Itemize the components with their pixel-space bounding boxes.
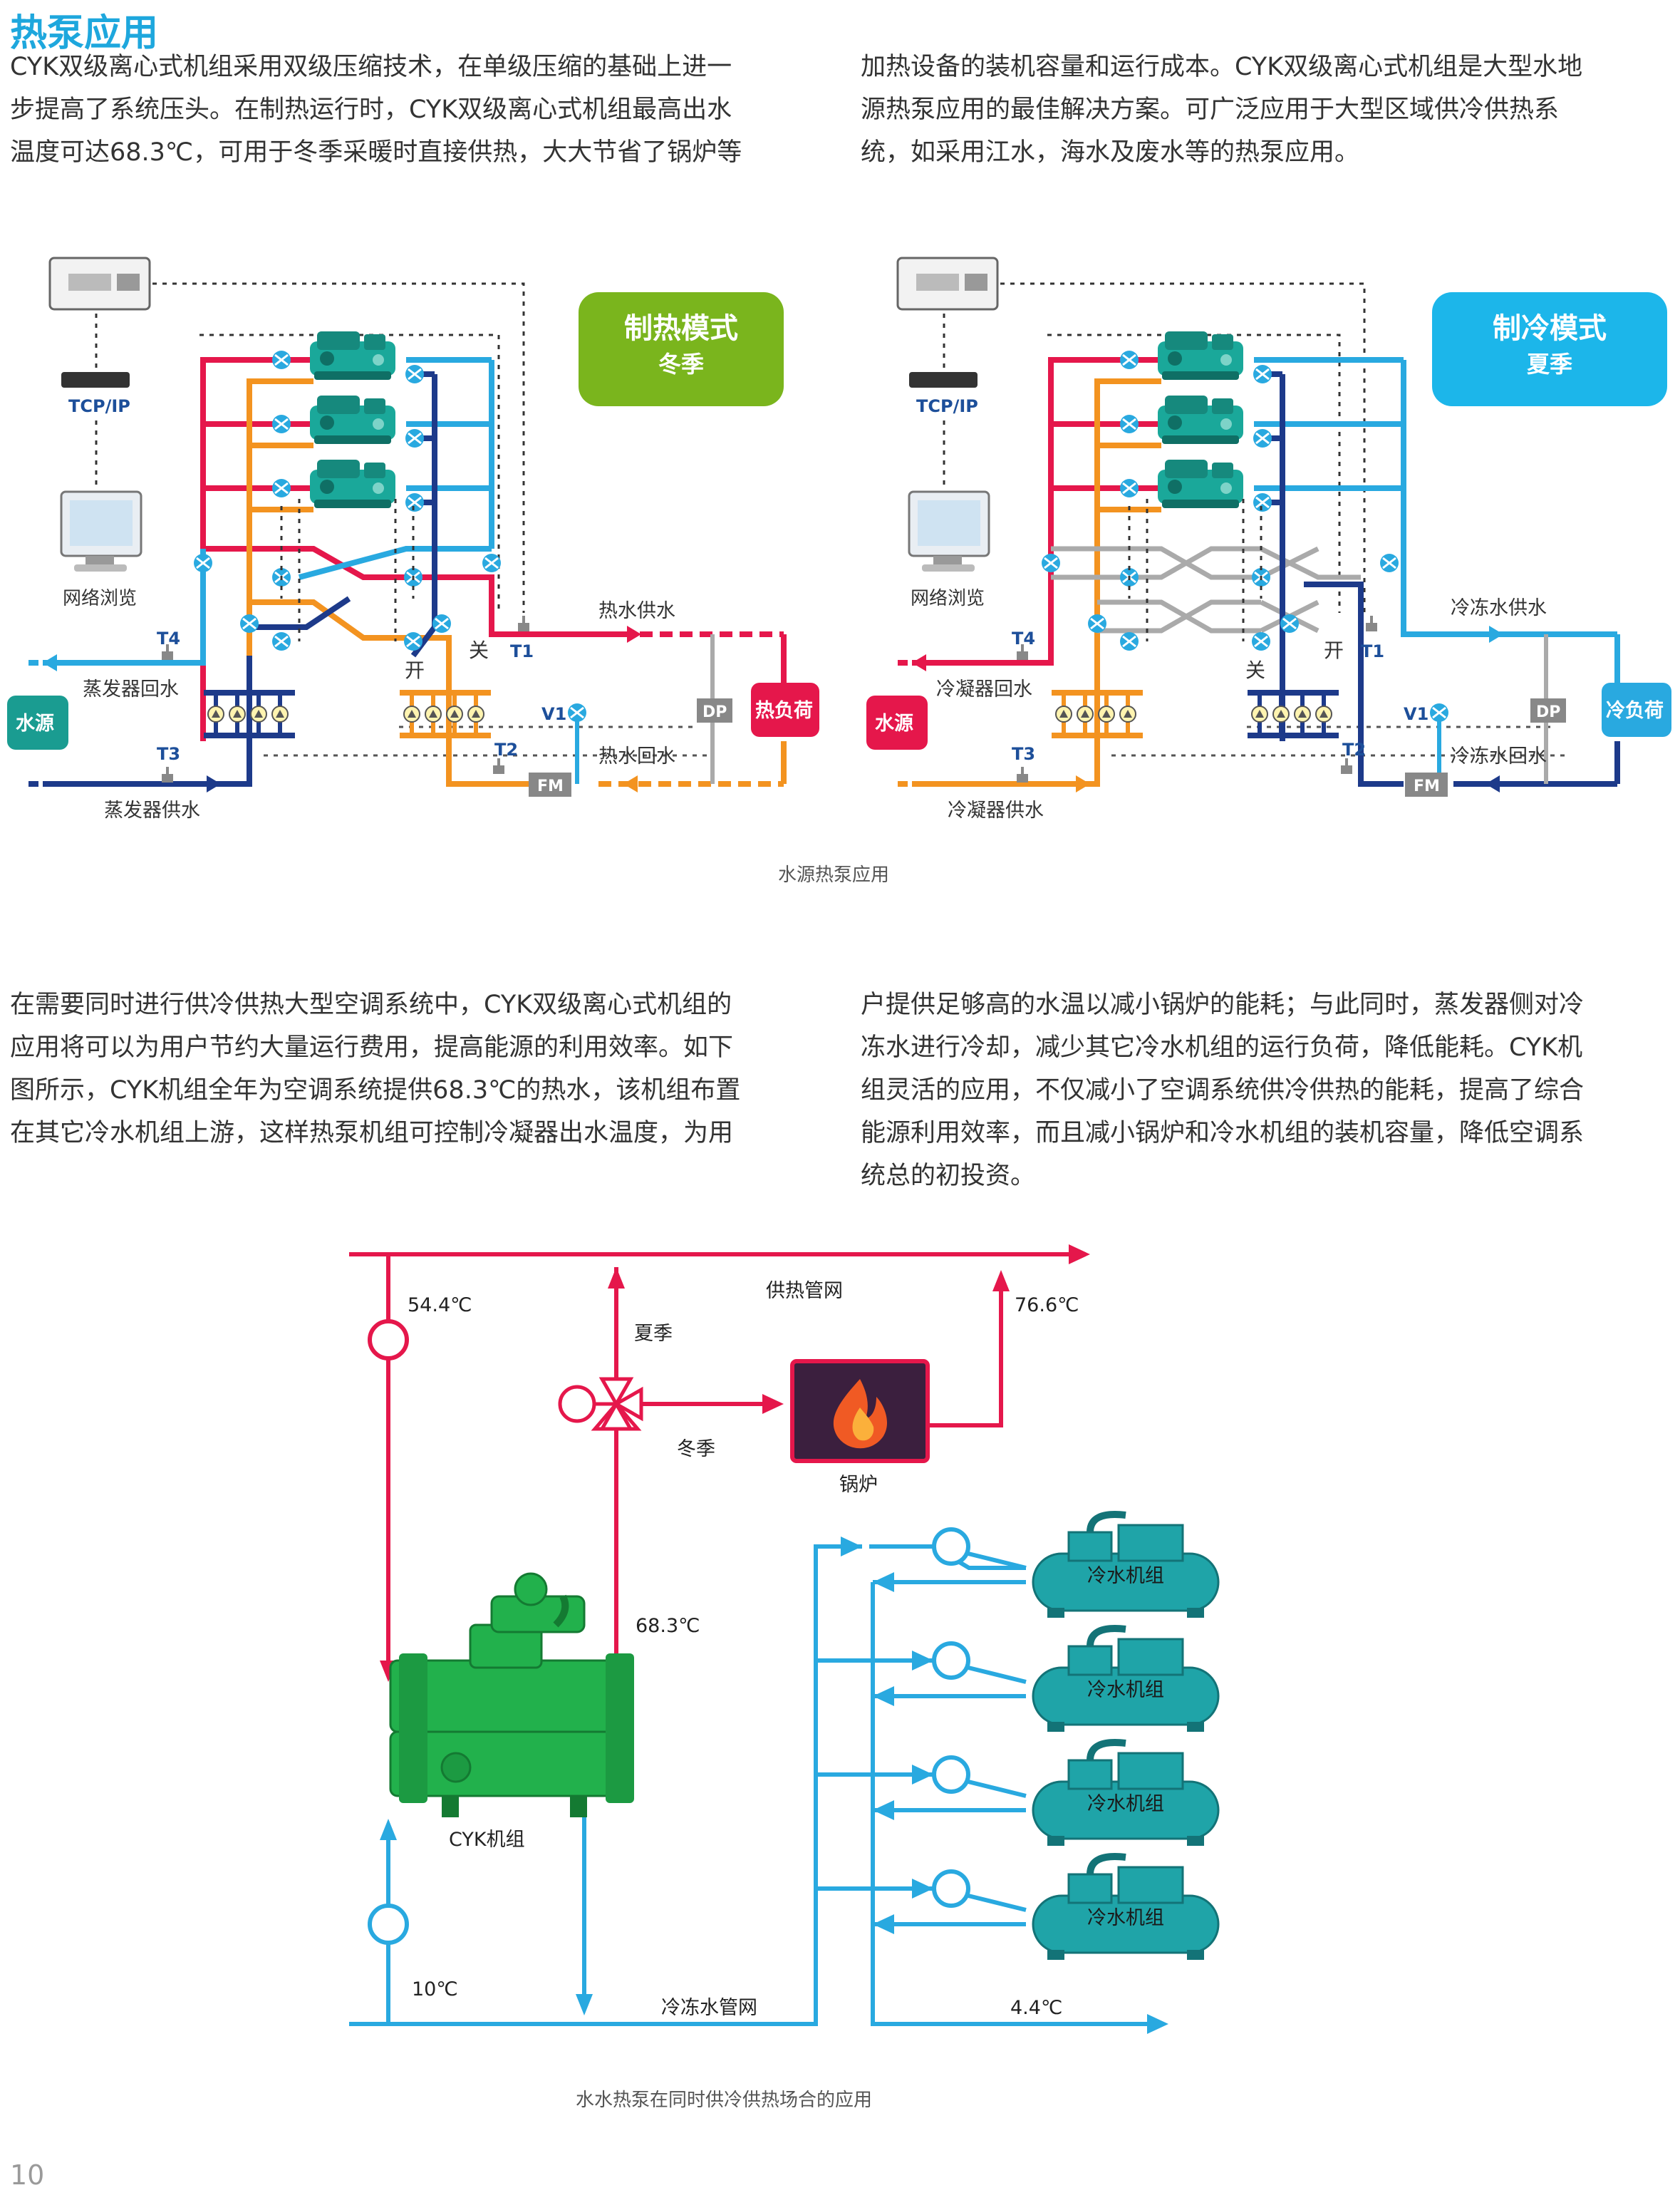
t1-label: T1 <box>510 641 534 661</box>
body-right-line: 统总的初投资。 <box>861 1162 1036 1190</box>
chiller-pump-icon <box>932 1641 970 1680</box>
web-browse-label: 网络浏览 <box>911 588 985 609</box>
page-title: 热泵应用 <box>10 12 159 55</box>
hot-supply-label: 热水供水 <box>598 600 675 622</box>
temp-10-label: 10℃ <box>412 1978 458 2000</box>
web-browse-label: 网络浏览 <box>63 588 137 609</box>
heating-mode-panel: TCP/IP 网络浏览 <box>7 257 819 822</box>
evap-return-label: 蒸发器回水 <box>83 678 179 701</box>
close-label: 关 <box>1245 659 1265 682</box>
open-label: 开 <box>1324 639 1344 662</box>
winter-label: 冬季 <box>677 1438 715 1460</box>
heat-network-label: 供热管网 <box>766 1280 843 1302</box>
body-right-line: 冻水进行冷却，减少其它冷水机组的运行负荷，降低能耗。CYK机 <box>861 1033 1583 1062</box>
simultaneous-heating-cooling-diagram: 冷水机组 冷水机组 冷水机组 冷水机组 供热管网 54.4℃ 76.6℃ 夏季 … <box>349 1244 1680 2034</box>
monitor-icon <box>908 490 990 572</box>
hot-return-label: 热水回水 <box>598 745 675 768</box>
network-switch-icon <box>61 372 130 388</box>
intro-left-line: CYK双级离心式机组采用双级压缩技术，在单级压缩的基础上进一 <box>10 53 732 81</box>
t3-label: T3 <box>1012 744 1035 764</box>
monitor-icon <box>60 490 142 572</box>
t4-label: T4 <box>1012 629 1035 649</box>
body-right-line: 户提供足够高的水温以减小锅炉的能耗；与此同时，蒸发器侧对冷 <box>861 991 1585 1019</box>
temp-68-label: 68.3℃ <box>636 1615 700 1637</box>
cooling-mode-badge <box>1432 292 1667 406</box>
intro-right-line: 源热泵应用的最佳解决方案。可广泛应用于大型区域供冷供热系 <box>861 95 1560 124</box>
t2-label: T2 <box>494 740 518 760</box>
body-left-column: 在需要同时进行供冷供热大型空调系统中，CYK双级离心式机组的 应用将可以为用户节… <box>10 983 831 1155</box>
fm-label: FM <box>1414 778 1440 795</box>
water-source-box <box>866 696 928 750</box>
cond-return-label: 冷凝器回水 <box>936 678 1032 701</box>
water-source-heat-pump-diagram: TCP/IP 网络浏览 <box>7 257 1671 822</box>
evap-supply-label: 蒸发器供水 <box>104 800 200 822</box>
chilled-return-label: 冷冻水回水 <box>1451 745 1547 768</box>
intro-right-line: 加热设备的装机容量和运行成本。CYK双级离心式机组是大型水地 <box>861 53 1583 81</box>
intro-left-column: CYK双级离心式机组采用双级压缩技术，在单级压缩的基础上进一 步提高了系统压头。… <box>10 46 831 174</box>
temp-54-label: 54.4℃ <box>408 1294 472 1316</box>
heat-load-label: 热负荷 <box>755 700 813 722</box>
intro-right-line: 统，如采用江水，海水及废水等的热泵应用。 <box>861 138 1360 167</box>
chiller-label: 冷水机组 <box>1087 1679 1164 1701</box>
chilled-pump-icon <box>368 1904 409 1945</box>
cool-load-box <box>1602 683 1671 737</box>
body-left-line: 图所示，CYK机组全年为空调系统提供68.3℃的热水，该机组布置 <box>10 1076 741 1105</box>
cooling-mode-panel: TCP/IP 网络浏览 <box>866 257 1671 822</box>
heating-mode-title: 制热模式 <box>624 312 738 345</box>
intro-left-line: 步提高了系统压头。在制热运行时，CYK双级离心式机组最高出水 <box>10 95 732 124</box>
summer-label: 夏季 <box>634 1323 673 1345</box>
boiler-icon <box>790 1359 930 1463</box>
intro-left-line: 温度可达68.3℃，可用于冬季采暖时直接供热，大大节省了锅炉等 <box>10 138 742 167</box>
water-source-label: 水源 <box>875 713 913 735</box>
dp-label: DP <box>702 703 727 721</box>
body-right-line: 能源利用效率，而且减小锅炉和冷水机组的装机容量，降低空调系 <box>861 1119 1585 1147</box>
chiller-pump-icon <box>932 1869 970 1908</box>
t4-label: T4 <box>157 629 180 649</box>
heating-mode-badge <box>579 292 784 406</box>
temp-76-label: 76.6℃ <box>1015 1294 1079 1316</box>
chiller-label: 冷水机组 <box>1087 1565 1164 1587</box>
cond-supply-label: 冷凝器供水 <box>948 800 1044 822</box>
open-label: 开 <box>405 659 425 682</box>
t2-label: T2 <box>1342 740 1366 760</box>
water-source-label: 水源 <box>16 713 54 735</box>
fm-label: FM <box>537 778 564 795</box>
chiller-label: 冷水机组 <box>1087 1793 1164 1815</box>
close-label: 关 <box>469 639 489 662</box>
tcp-ip-label: TCP/IP <box>68 396 130 416</box>
body-right-line: 组灵活的应用，不仅减小了空调系统供冷供热的能耗，提高了综合 <box>861 1076 1585 1105</box>
dp-label: DP <box>1536 703 1560 721</box>
body-left-line: 在需要同时进行供冷供热大型空调系统中，CYK双级离心式机组的 <box>10 991 732 1019</box>
page-number: 10 <box>10 2159 45 2191</box>
chilled-network-label: 冷冻水管网 <box>661 1997 757 2019</box>
network-switch-icon <box>909 372 978 388</box>
v1-label: V1 <box>1404 704 1428 724</box>
cyk-label: CYK机组 <box>449 1829 525 1851</box>
diagram2-caption: 水水热泵在同时供冷供热场合的应用 <box>576 2090 873 2111</box>
chiller-pump-icon <box>932 1755 970 1794</box>
chilled-supply-label: 冷冻水供水 <box>1451 597 1547 619</box>
heating-mode-season: 冬季 <box>658 351 704 378</box>
intro-right-column: 加热设备的装机容量和运行成本。CYK双级离心式机组是大型水地 源热泵应用的最佳解… <box>861 46 1673 174</box>
tcp-ip-label: TCP/IP <box>916 396 978 416</box>
cooling-mode-title: 制冷模式 <box>1493 312 1607 345</box>
chiller-label: 冷水机组 <box>1087 1907 1164 1929</box>
chiller-pump-icon <box>932 1527 970 1566</box>
cool-load-label: 冷负荷 <box>1606 700 1664 722</box>
heat-load-box <box>751 683 819 737</box>
heat-network-pump-icon <box>368 1319 409 1360</box>
body-right-column: 户提供足够高的水温以减小锅炉的能耗；与此同时，蒸发器侧对冷 冻水进行冷却，减少其… <box>861 983 1673 1197</box>
body-left-line: 应用将可以为用户节约大量运行费用，提高能源的利用效率。如下 <box>10 1033 734 1062</box>
three-way-valve-icon <box>558 1377 643 1431</box>
cyk-unit-icon <box>389 1572 634 1817</box>
cooling-mode-season: 夏季 <box>1527 351 1572 378</box>
body-left-line: 在其它冷水机组上游，这样热泵机组可控制冷凝器出水温度，为用 <box>10 1119 734 1147</box>
t1-label: T1 <box>1361 641 1384 661</box>
diagram1-caption: 水源热泵应用 <box>778 864 890 886</box>
temp-44-label: 4.4℃ <box>1010 1997 1062 2019</box>
water-source-box <box>7 696 68 750</box>
boiler-label: 锅炉 <box>839 1474 878 1496</box>
t3-label: T3 <box>157 744 180 764</box>
v1-label: V1 <box>541 704 566 724</box>
